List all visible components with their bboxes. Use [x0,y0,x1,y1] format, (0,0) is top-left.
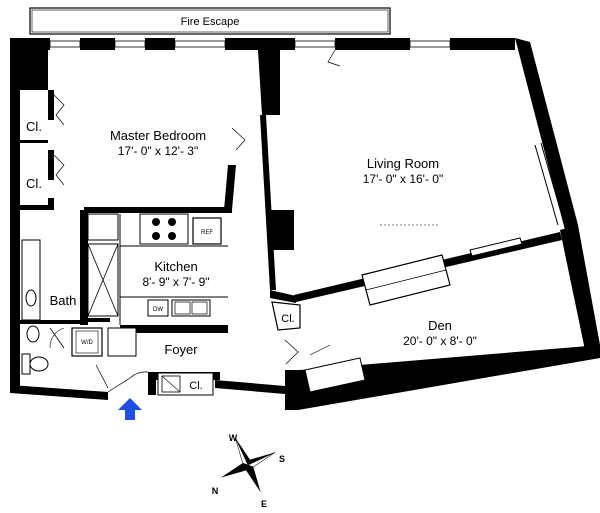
stove-burner-icon [168,218,176,226]
room-labels: Master Bedroom 17'- 0" x 12'- 3" Living … [26,119,477,392]
stove-burner-icon [152,218,160,226]
sink-icon [26,325,40,343]
kitchen-label: Kitchen [154,259,197,274]
compass-east-label: E [261,499,267,509]
closet-label: Cl. [26,176,42,191]
living-room-label: Living Room [367,156,439,171]
den-label: Den [428,318,452,333]
den-closet [271,301,301,331]
compass-north-label: N [212,486,219,496]
compass-west-label: W [229,433,238,443]
washer-dryer: W/D [71,327,137,357]
foyer-label: Foyer [164,342,198,357]
den-built-in [304,224,523,393]
refrigerator-label: REF [201,230,213,236]
kitchen-fixtures: REF DW [87,213,228,325]
closet-label: Cl. [281,313,294,325]
living-room-dims: 17'- 0" x 16'- 0" [363,172,443,186]
exterior-walls [10,38,600,410]
living-room-window [534,140,571,226]
closet-label: Cl. [26,119,42,134]
stove-burner-icon [152,232,160,240]
dishwasher-label: DW [153,307,163,313]
closet-label: Cl. [189,380,202,392]
compass-south-label: S [279,454,285,464]
fire-escape: Fire Escape [29,7,391,35]
master-bedroom-label: Master Bedroom [110,128,206,143]
bath-label: Bath [50,293,77,308]
foyer-closet [157,372,214,396]
fire-escape-label: Fire Escape [181,16,240,28]
master-bedroom-dims: 17'- 0" x 12'- 3" [118,144,198,158]
compass-rose-icon [220,437,276,493]
washer-dryer-label: W/D [81,340,93,346]
sink-icon [171,299,211,317]
toilet-icon [21,353,49,375]
stove-burner-icon [168,232,176,240]
den-dims: 20'- 0" x 8'- 0" [403,334,477,348]
kitchen-dims: 8'- 9" x 7'- 9" [142,275,209,289]
entry-arrow-icon [118,398,142,420]
bath-fixtures [21,239,65,375]
door-swings [53,49,341,393]
